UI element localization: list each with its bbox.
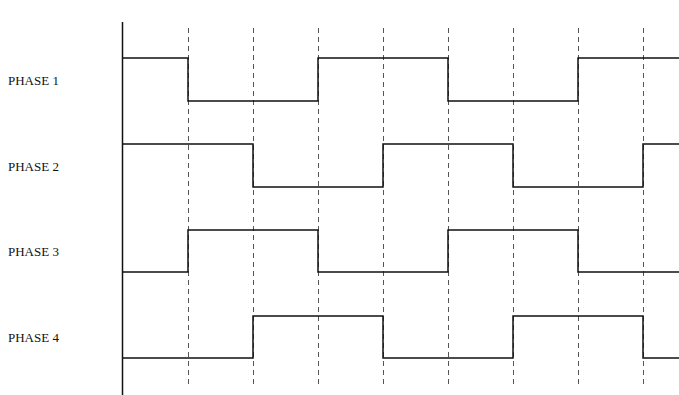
time-axis (122, 22, 124, 395)
signal-name: PHASE 3 (8, 245, 59, 258)
time-gridlines (189, 28, 644, 385)
phase-2-waveform (122, 144, 679, 187)
signal-name: PHASE 1 (8, 74, 59, 87)
phase-1-waveform (122, 58, 679, 101)
signal-name: PHASE 2 (8, 160, 59, 173)
signal-name: PHASE 4 (8, 331, 59, 344)
phase-3-waveform (122, 230, 679, 272)
phase-4-waveform (122, 316, 679, 358)
